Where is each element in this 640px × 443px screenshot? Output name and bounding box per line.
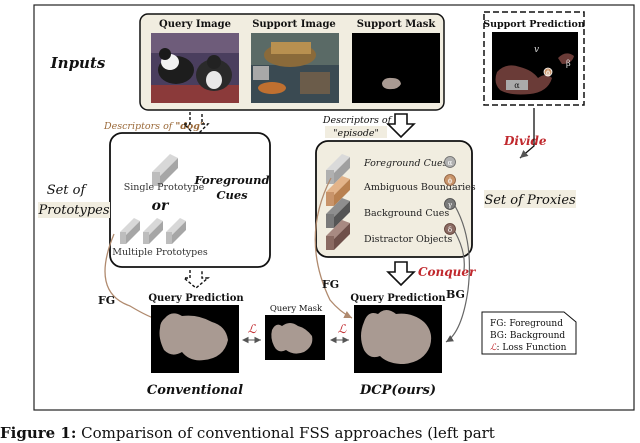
fg-label-left: FG <box>98 294 115 307</box>
distractor-connector <box>454 231 465 271</box>
divide-arrow <box>519 108 535 159</box>
legend-fg: FG: Foreground <box>490 319 563 329</box>
or-label: or <box>152 198 170 214</box>
set-of-proxies-highlight <box>484 190 576 208</box>
proxy-mark-gamma: γ <box>448 201 452 209</box>
proxy-mark-phi-circle <box>444 174 456 186</box>
loss-left: ℒ <box>248 322 257 336</box>
set-of-prototypes-highlight <box>38 202 110 218</box>
single-prototype-label: Single Prototype <box>124 182 205 193</box>
query-mask-title: Query Mask <box>270 304 323 314</box>
support-prediction-title: Support Prediction <box>483 19 585 30</box>
figure-caption: Figure 1: Comparison of conventional FSS… <box>0 424 640 443</box>
conquer-label: Conquer <box>418 265 477 279</box>
multiple-prototypes-label: Multiple Prototypes <box>112 247 208 258</box>
conventional-label: Conventional <box>147 383 243 398</box>
query-prediction-right-image <box>354 305 442 373</box>
proxy-bar-foreground <box>326 154 350 184</box>
support-prediction-mark-phi: ϕ <box>546 69 551 77</box>
fg-cues-2: Cues <box>216 188 248 202</box>
support-prediction-mark-v: v <box>534 45 539 55</box>
episode-descriptors-arrow <box>386 113 416 139</box>
proxy-mark-phi: ϕ <box>448 177 453 185</box>
fg-connector-right <box>314 177 353 319</box>
descriptors-dog: Descriptors of "dog" <box>103 121 205 132</box>
proxy-label-ambiguous: Ambiguous Boundaries <box>363 182 476 193</box>
proxy-label-background: Background Cues <box>364 208 449 219</box>
query-image-label: Query Image <box>159 19 231 30</box>
legend-bg: BG: Background <box>490 331 565 341</box>
proxy-mark-delta: δ <box>448 226 452 234</box>
proxy-label-foreground: Foreground Cues <box>363 158 448 169</box>
legend-loss: ℒ: Loss Function <box>490 343 567 353</box>
descriptors-episode-2: "episode" <box>333 128 379 139</box>
proxy-bar-background <box>326 198 350 228</box>
set-of-proxies-label: Set of Proxies <box>484 193 576 208</box>
fg-label-right: FG <box>322 278 339 291</box>
support-prediction-mark-alpha: α <box>514 81 520 90</box>
support-prediction-mark-beta: β <box>566 59 571 68</box>
dog-descriptors-arrow <box>182 112 210 137</box>
conquer-arrow <box>386 261 416 287</box>
support-image-label: Support Image <box>252 19 336 30</box>
proxy-mark-alpha: α <box>448 159 453 167</box>
single-prototype-bar <box>152 154 178 186</box>
proxy-bar-distractor <box>326 220 350 250</box>
proxy-mark-delta-circle <box>444 223 456 235</box>
query-image <box>151 33 239 103</box>
loss-right: ℒ <box>338 322 347 336</box>
inputs-label: Inputs <box>50 54 106 72</box>
caption-label: Figure 1: <box>0 424 77 442</box>
proxy-mark-gamma-circle <box>444 198 456 210</box>
query-prediction-left-image <box>151 305 239 373</box>
descriptors-episode-highlight <box>325 126 387 138</box>
support-image <box>251 33 339 103</box>
proxy-mark-alpha-circle <box>444 156 456 168</box>
bg-label: BG <box>446 288 465 301</box>
support-prediction-image: v ϕ α β <box>492 32 578 100</box>
support-mask-label: Support Mask <box>357 19 437 30</box>
bg-connector <box>445 205 470 343</box>
proxy-bar-ambiguous <box>326 176 350 206</box>
caption-text: Comparison of conventional FSS approache… <box>81 424 495 442</box>
query-prediction-right-title: Query Prediction <box>350 293 446 304</box>
descriptors-episode-1: Descriptors of <box>322 115 393 126</box>
set-of-prototypes-1: Set of <box>47 183 88 198</box>
set-of-prototypes-2: Prototypes <box>37 203 109 218</box>
multiple-prototypes-bars <box>120 218 186 244</box>
proxies-panel <box>315 140 473 258</box>
prototypes-down-arrow <box>182 270 210 289</box>
diagram-canvas: Inputs Query Image Support Image Support… <box>33 4 635 411</box>
dcp-label: DCP(ours) <box>359 383 436 398</box>
query-mask-image <box>265 315 325 360</box>
query-prediction-left-title: Query Prediction <box>148 293 244 304</box>
legend-box <box>481 311 577 355</box>
divide-label: Divide <box>503 134 547 148</box>
fg-cues-1: Foreground <box>193 173 269 187</box>
support-mask <box>352 33 440 103</box>
proxy-label-distractor: Distractor Objects <box>364 234 453 245</box>
